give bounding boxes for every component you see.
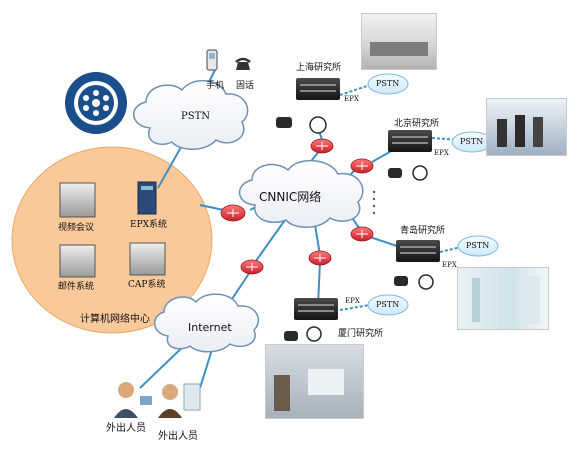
beijing-epx-tag: EPX [434, 149, 449, 157]
pbx-units [294, 78, 440, 320]
xiamen-epx-tag: EPX [345, 297, 360, 305]
beijing-site-label: 北京研究所 [394, 119, 440, 129]
remote-user-1-label: 外出人员 [106, 423, 146, 434]
qingdao-site-label: 青岛研究所 [400, 226, 446, 236]
beijing-pstn-label: PSTN [460, 137, 484, 146]
landline-phone-label: 固话 [236, 81, 255, 91]
site-phones [276, 116, 434, 342]
epx-system-label: EPX系统 [130, 220, 168, 230]
qingdao-epx-tag: EPX [442, 261, 457, 269]
qingdao-pstn-label: PSTN [466, 241, 490, 250]
shanghai-site-label: 上海研究所 [296, 63, 342, 73]
remote-user-figures [114, 382, 201, 418]
network-center-title: 计算机网络中心 [80, 314, 150, 325]
cnnic-hub-label: CNNIC网络 [259, 190, 322, 204]
landline-phone-icon [235, 57, 251, 70]
site-ellipsis [372, 190, 376, 215]
xiamen-site-label: 厦门研究所 [338, 329, 384, 339]
center-servers [59, 181, 166, 278]
mobile-phone-icon [206, 49, 218, 71]
shanghai-pstn-label: PSTN [376, 79, 400, 88]
pstn-main-cloud [133, 80, 249, 150]
xiamen-pstn-label: PSTN [376, 300, 400, 309]
routers [220, 138, 374, 275]
video-conference-label: 视频会议 [58, 223, 95, 233]
shanghai-site-photo [361, 13, 437, 70]
mobile-phone-label: 手机 [206, 81, 225, 91]
cnnic-hub-cloud [238, 159, 364, 228]
pstn-main-label: PSTN [181, 111, 210, 122]
internet-cloud [154, 293, 259, 353]
mail-system-label: 邮件系统 [58, 282, 95, 292]
beijing-site-photo [486, 98, 567, 156]
xiamen-site-photo [265, 344, 364, 419]
shanghai-epx-tag: EPX [344, 95, 359, 103]
internet-label: Internet [188, 321, 232, 334]
remote-user-2-label: 外出人员 [158, 431, 198, 442]
site-pstn-clouds [367, 73, 499, 316]
cas-logo [65, 72, 127, 134]
cap-system-label: CAP系统 [128, 280, 166, 290]
qingdao-site-photo [457, 267, 549, 330]
